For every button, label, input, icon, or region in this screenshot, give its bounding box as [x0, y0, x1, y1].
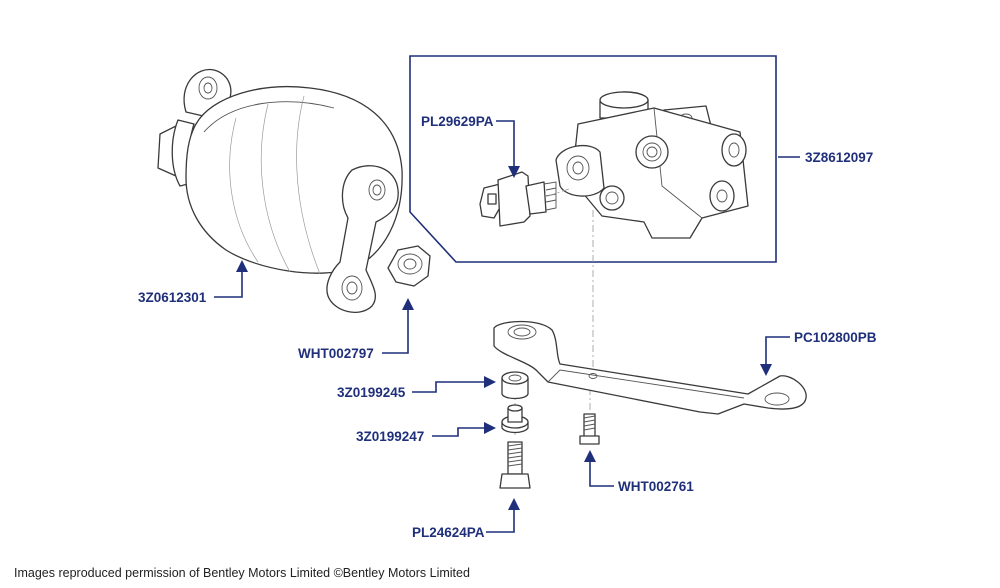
- label-wht002797: WHT002797: [298, 346, 374, 361]
- large-bolt-drawing: [499, 441, 531, 489]
- label-3z0612301: 3Z0612301: [138, 290, 207, 305]
- flange-nut-drawing: [387, 245, 431, 287]
- label-pl24624pa: PL24624PA: [412, 525, 485, 540]
- label-3z0199247: 3Z0199247: [356, 429, 424, 444]
- label-pc102800pb: PC102800PB: [794, 330, 877, 345]
- label-3z8612097: 3Z8612097: [805, 150, 873, 165]
- washer-drawing: [501, 404, 529, 434]
- copyright-credit: Images reproduced permission of Bentley …: [14, 566, 470, 580]
- valve-callout-frame: [409, 55, 777, 263]
- mounting-bracket-drawing: [493, 320, 807, 415]
- leader-lines: [214, 120, 800, 533]
- pressure-switch-drawing: [479, 171, 557, 227]
- accumulator-drawing: [157, 68, 403, 313]
- spacer-drawing: [501, 371, 529, 400]
- label-pl29629pa: PL29629PA: [421, 114, 494, 129]
- small-bolt-drawing: [579, 413, 600, 445]
- label-3z0199245: 3Z0199245: [337, 385, 406, 400]
- valve-block-drawing: [555, 91, 749, 239]
- assembly-centre-lines: [514, 187, 594, 438]
- label-wht002761: WHT002761: [618, 479, 694, 494]
